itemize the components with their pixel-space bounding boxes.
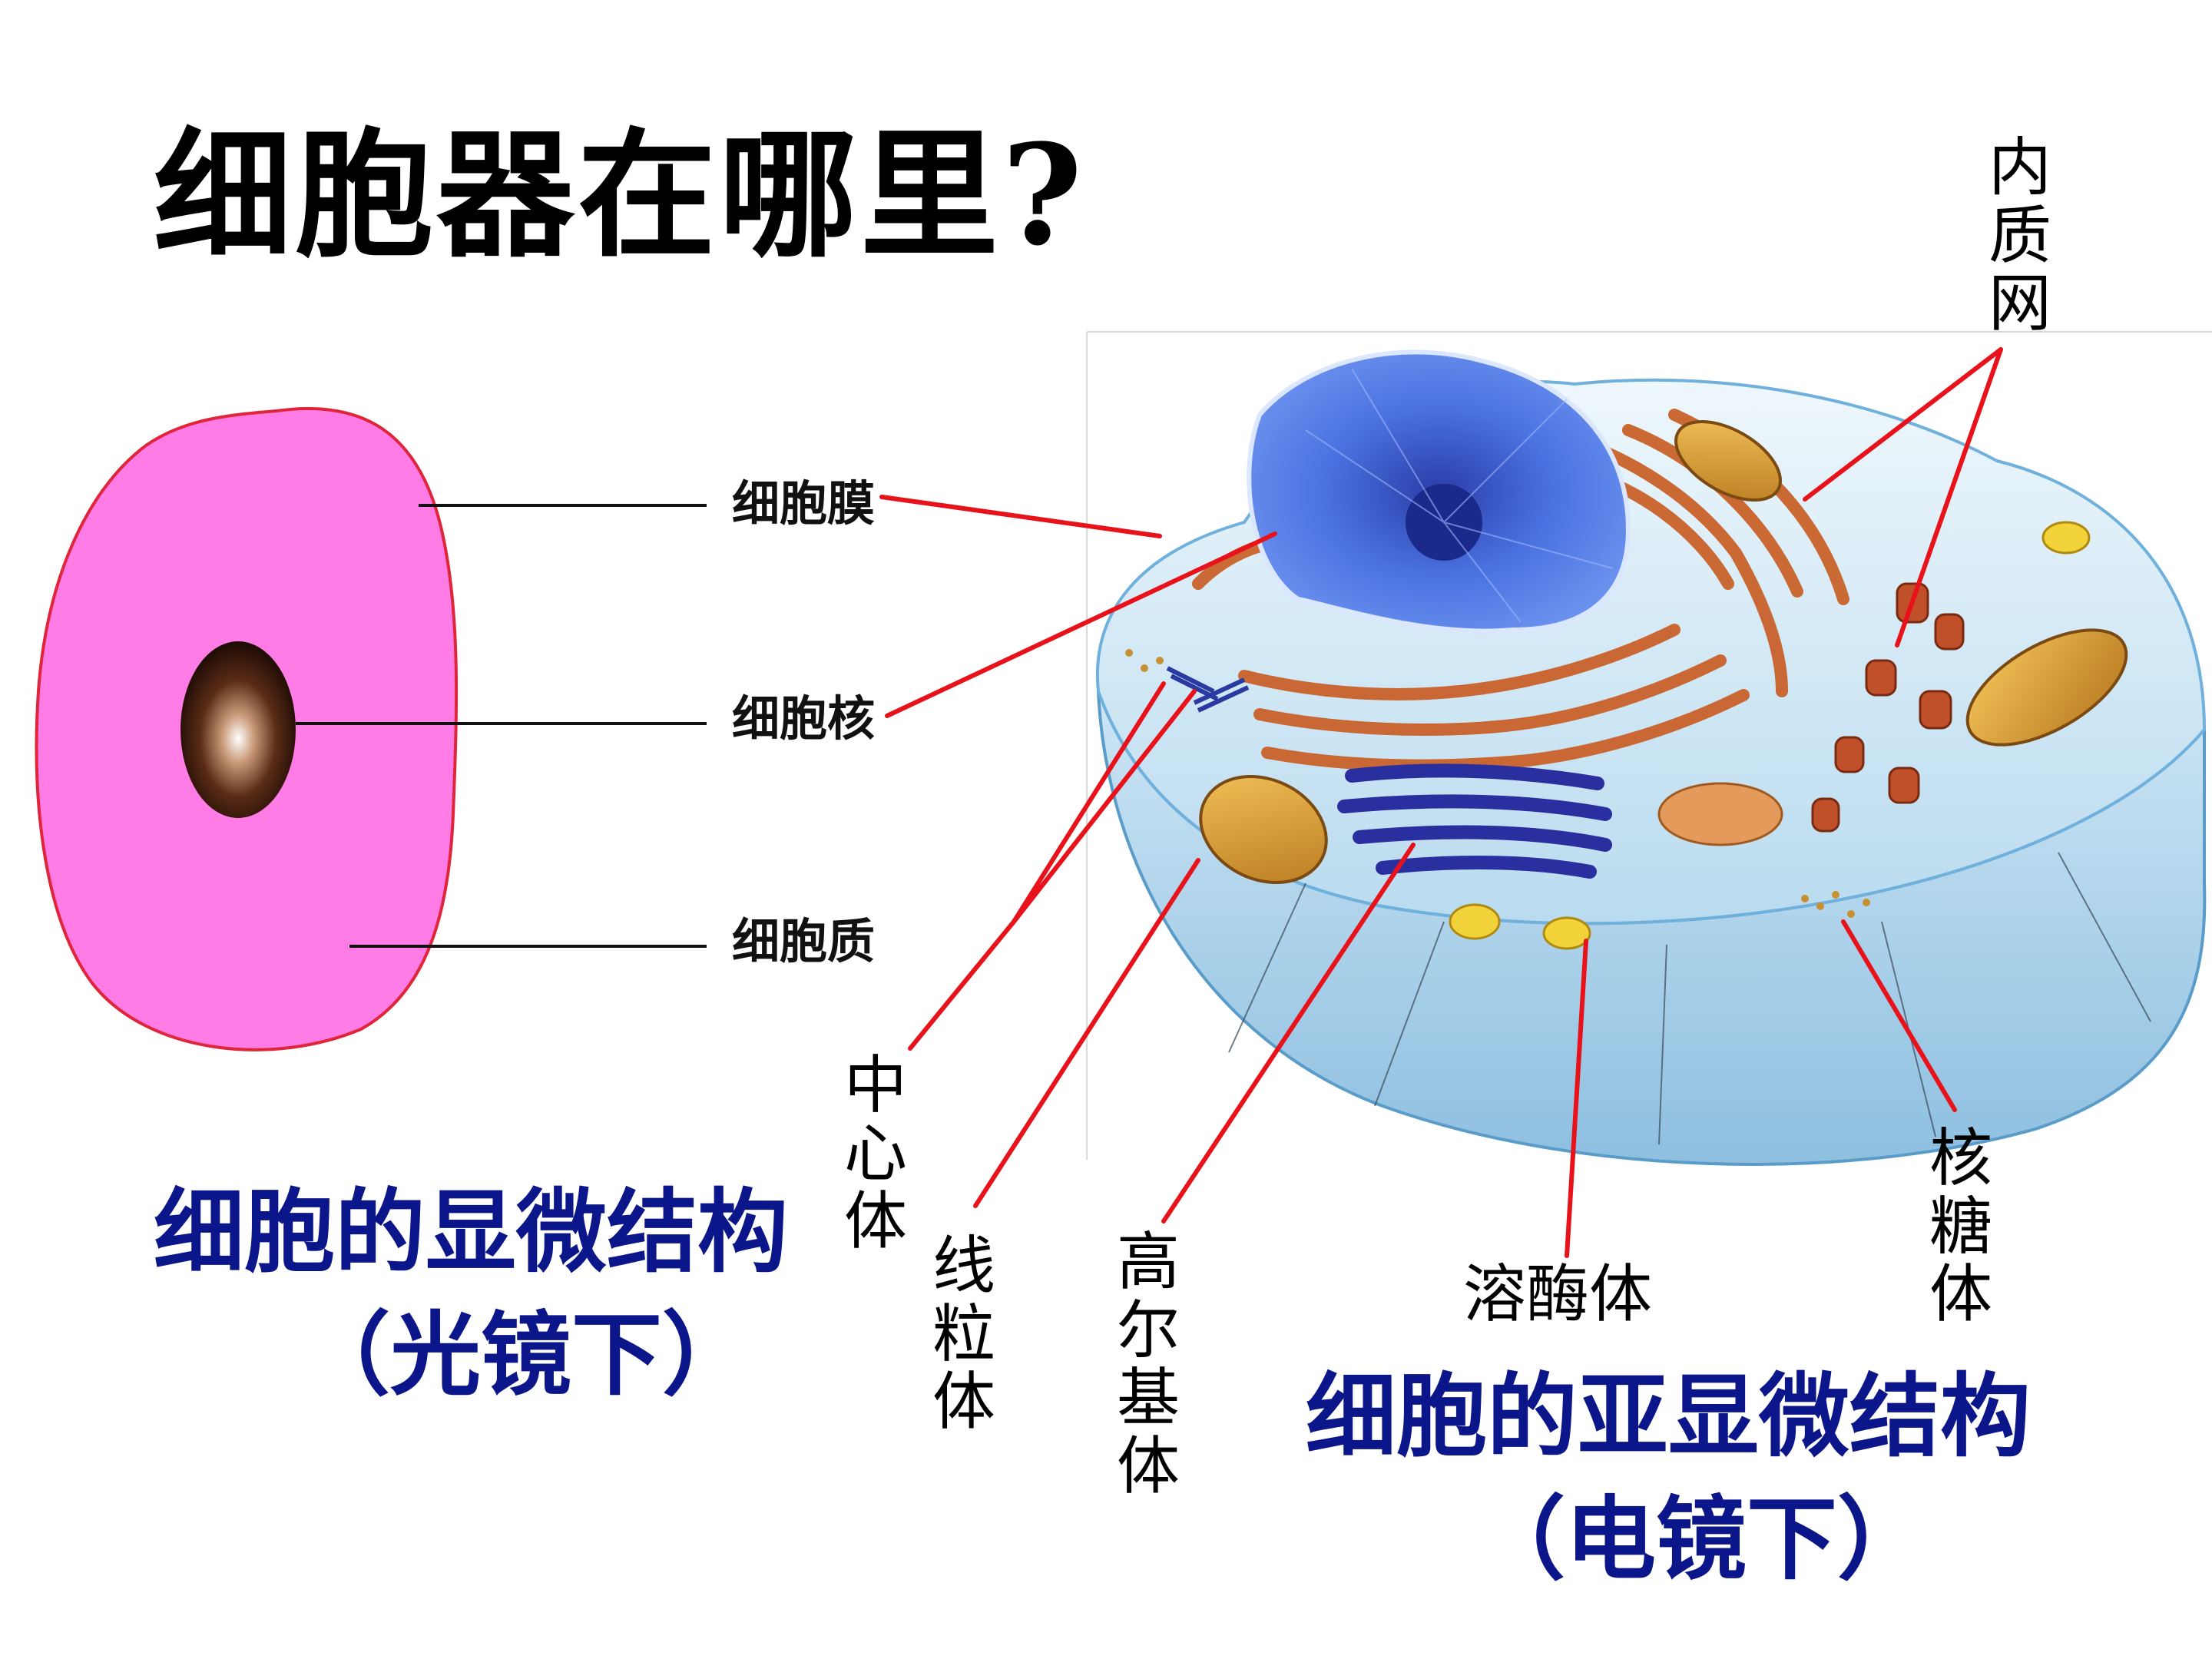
label-golgi: 高尔基体 (1116, 1226, 1180, 1503)
pointer-mitochondrion (973, 858, 1200, 1208)
pointer-centrosome-2 (1012, 689, 1197, 924)
ribosome-dots (1125, 649, 1870, 918)
pointer-lines (879, 347, 2003, 1258)
em-mito-right (1965, 628, 2128, 747)
pointer-er-1 (1803, 347, 2003, 502)
em-caption: 细胞的亚显微结构 (1306, 1363, 2032, 1469)
label-mitochondrion: 线粒体 (932, 1230, 995, 1439)
label-lysosome: 溶酶体 (1463, 1258, 1653, 1331)
label-er: 内质网 (1988, 131, 2051, 341)
pointer-nucleus (885, 531, 1277, 718)
light-subcaption: （光镜下） (300, 1302, 753, 1408)
em-vacuole (1657, 782, 1783, 846)
pointer-membrane (879, 495, 1162, 538)
em-centrosome (1166, 666, 1250, 713)
label-membrane: 细胞膜 (732, 475, 876, 531)
page-title: 细胞器在哪里? (154, 114, 1086, 276)
pointer-ribosome (1841, 919, 1957, 1112)
label-centrosome: 中心体 (843, 1049, 907, 1259)
label-ribosome: 核糖体 (1929, 1122, 1992, 1332)
pointer-lysosome (1565, 939, 1588, 1258)
pointer-golgi (1161, 843, 1416, 1224)
light-cell-nucleus (180, 641, 296, 818)
em-mito-left (1199, 775, 1328, 884)
em-vesicles (1449, 521, 2091, 950)
light-caption: 细胞的显微结构 (154, 1179, 789, 1285)
em-mito-top (1674, 419, 1782, 502)
label-cytoplasm: 细胞质 (732, 913, 876, 969)
em-cell (1086, 331, 2212, 1166)
pointer-er-2 (1895, 347, 2003, 647)
light-cell (35, 407, 707, 1051)
em-golgi (1337, 763, 1612, 879)
smooth-er (1811, 582, 1965, 833)
em-subcaption: （电镜下） (1475, 1486, 1929, 1592)
label-nucleus: 细胞核 (732, 690, 876, 747)
